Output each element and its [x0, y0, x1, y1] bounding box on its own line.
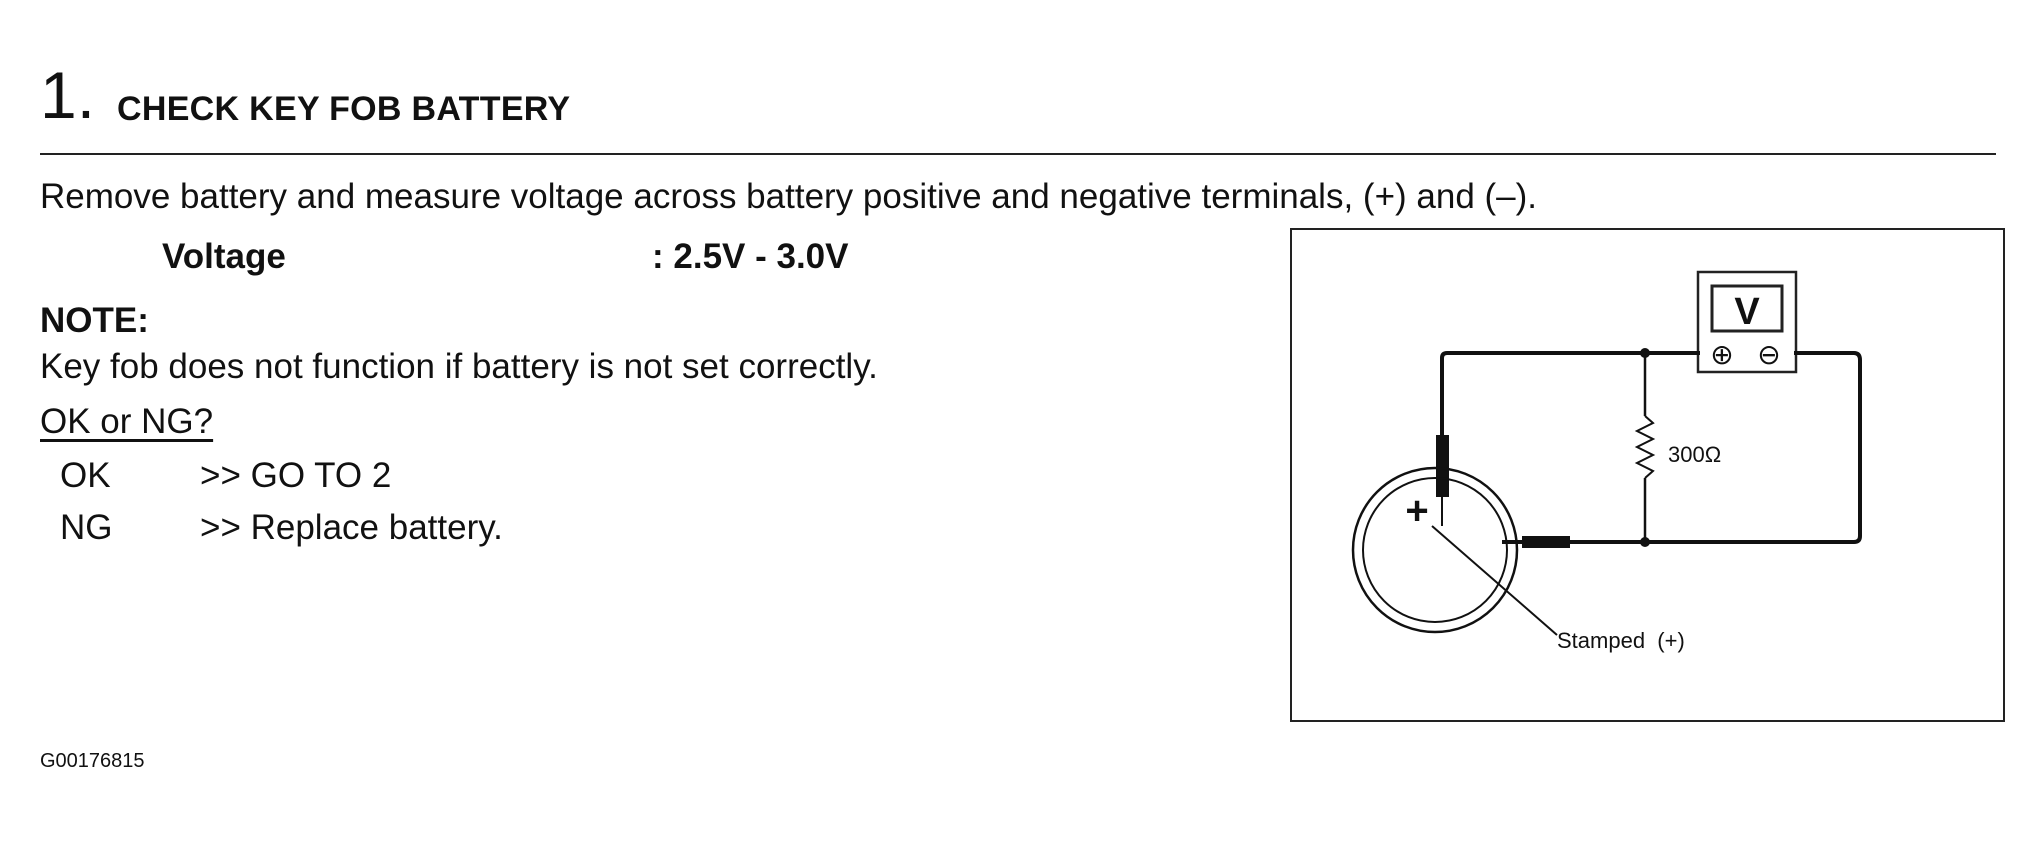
- resistor: [1634, 415, 1656, 479]
- negative-lead-wire: [1502, 351, 1862, 544]
- positive-lead-wire: [1440, 351, 1700, 435]
- battery-outer-ring: [1351, 466, 1519, 634]
- callout-label: Stamped (+): [1557, 628, 1685, 653]
- circuit-diagram-drawing: V ⊕ ⊖ 300Ω + Stamped (+): [1351, 270, 1862, 653]
- title-divider: [40, 153, 1996, 155]
- result-code: OK: [60, 456, 111, 495]
- result-action: >> GO TO 2: [200, 456, 392, 495]
- ok-or-ng-question: OK or NG?: [40, 402, 214, 441]
- negative-probe: [1522, 536, 1570, 548]
- positive-probe: [1436, 435, 1449, 497]
- specification-label: Voltage: [162, 237, 286, 276]
- figure-id: G00176815: [40, 750, 145, 772]
- note-text: Key fob does not function if battery is …: [40, 347, 878, 386]
- junction-dot: [1640, 348, 1650, 358]
- step-title: CHECK KEY FOB BATTERY: [117, 90, 571, 128]
- voltmeter-symbol: V: [1734, 291, 1760, 333]
- specification-value: : 2.5V - 3.0V: [652, 237, 849, 276]
- resistor-label: 300Ω: [1668, 442, 1721, 467]
- result-code: NG: [60, 508, 113, 547]
- instruction-text: Remove battery and measure voltage acros…: [40, 177, 1538, 216]
- result-action: >> Replace battery.: [200, 508, 503, 547]
- circuit-diagram: V ⊕ ⊖ 300Ω + Stamped (+): [1290, 228, 2005, 722]
- result-row-ng: NG >> Replace battery.: [60, 508, 503, 548]
- note-label: NOTE:: [40, 301, 149, 340]
- step-number: 1.: [40, 58, 96, 132]
- meter-positive-terminal-icon: ⊕: [1710, 339, 1733, 370]
- junction-dot: [1640, 537, 1650, 547]
- battery-positive-mark: +: [1405, 489, 1428, 533]
- callout-leader: [1431, 525, 1558, 636]
- voltmeter-display: [1710, 284, 1784, 333]
- result-row-ok: OK >> GO TO 2: [60, 456, 391, 496]
- meter-negative-terminal-icon: ⊖: [1757, 339, 1780, 370]
- battery-inner-ring: [1362, 477, 1508, 623]
